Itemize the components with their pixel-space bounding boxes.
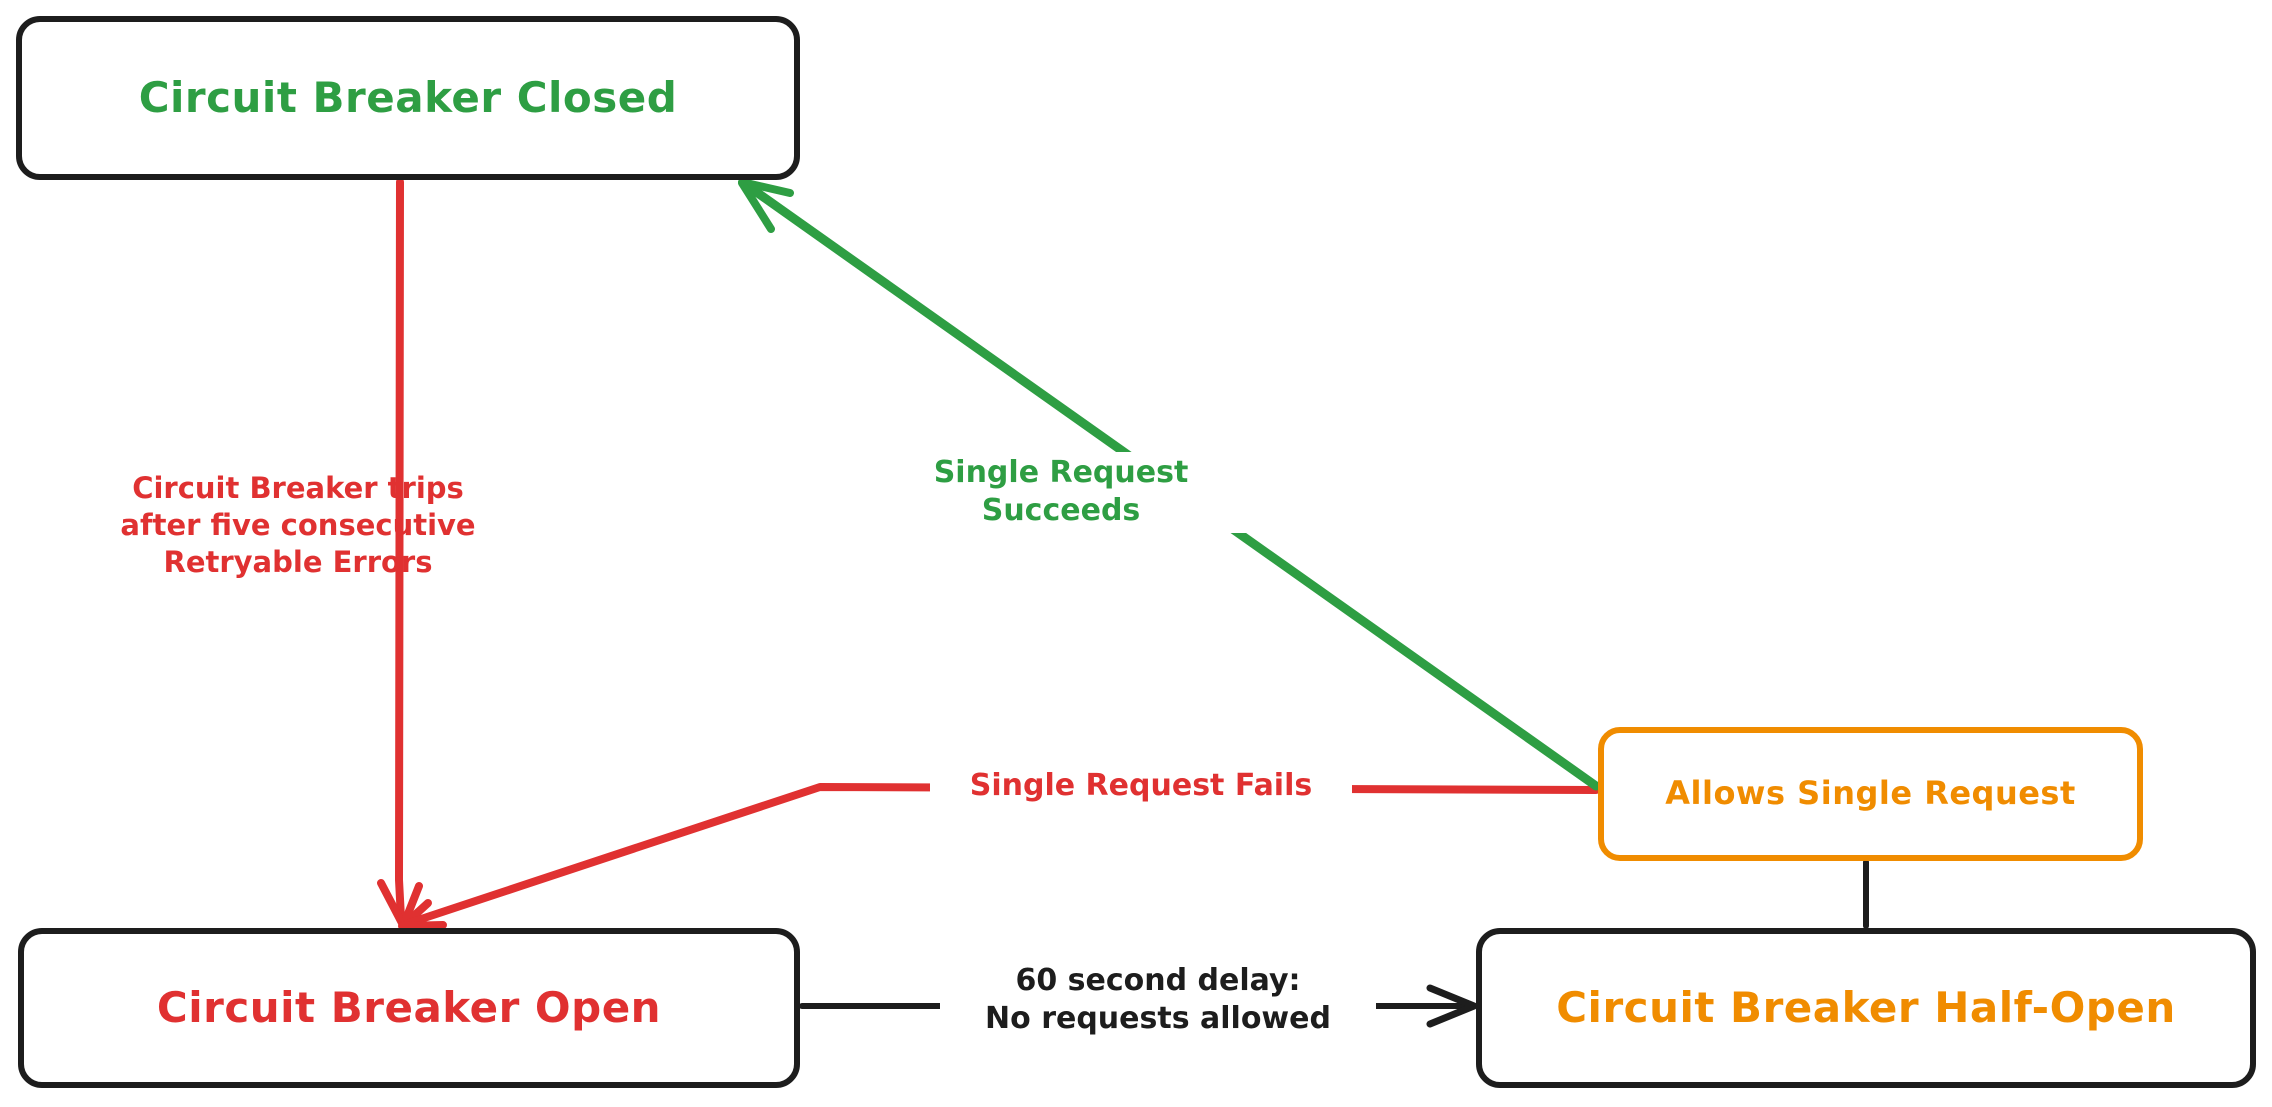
edge-label-closed-to-open: Circuit Breaker trips after five consecu… xyxy=(120,471,476,580)
node-circuit-breaker-open[interactable]: Circuit Breaker Open xyxy=(18,928,800,1088)
node-allows-single-request[interactable]: Allows Single Request xyxy=(1598,727,2143,861)
node-circuit-breaker-half-open[interactable]: Circuit Breaker Half-Open xyxy=(1476,928,2256,1088)
edge-allows-to-open xyxy=(398,783,1600,930)
node-circuit-breaker-open-label: Circuit Breaker Open xyxy=(156,982,662,1032)
node-circuit-breaker-closed-label: Circuit Breaker Closed xyxy=(138,72,678,122)
node-circuit-breaker-closed[interactable]: Circuit Breaker Closed xyxy=(16,16,800,180)
node-allows-single-request-label: Allows Single Request xyxy=(1665,774,2076,813)
edge-label-allows-to-closed: Single Request Succeeds xyxy=(855,452,1267,533)
edge-label-open-to-halfopen: 60 second delay: No requests allowed xyxy=(940,960,1376,1041)
edge-label-allows-to-open: Single Request Fails xyxy=(930,765,1352,808)
node-circuit-breaker-half-open-label: Circuit Breaker Half-Open xyxy=(1556,982,2176,1032)
